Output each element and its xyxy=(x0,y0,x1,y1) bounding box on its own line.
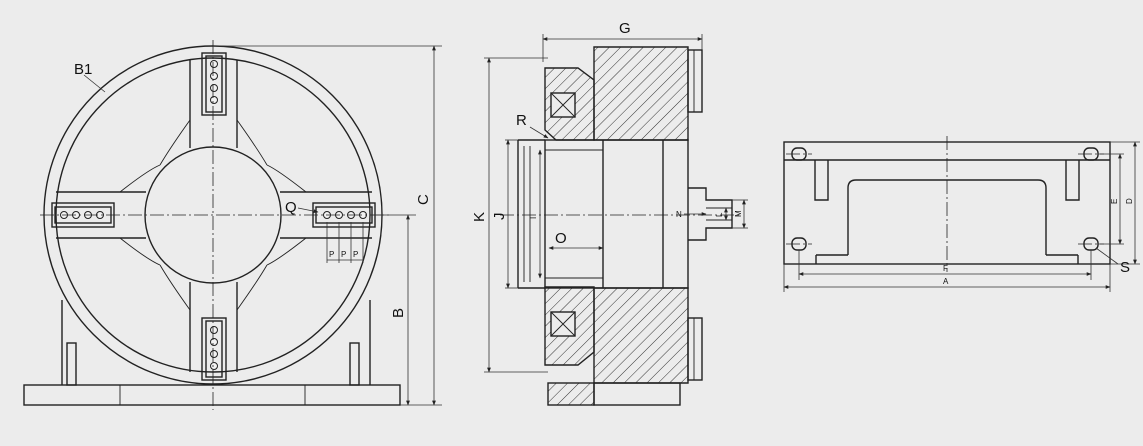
section-view: G R K J I O N L M xyxy=(471,20,748,406)
i-dimension-label: I xyxy=(529,217,538,219)
p-pitch-dimension: P P P xyxy=(326,222,364,263)
p-label-3: P xyxy=(353,250,358,259)
l-dimension-label: L xyxy=(715,212,724,217)
p-label-2: P xyxy=(341,250,346,259)
b1-label: B1 xyxy=(74,61,92,78)
j-dimension-label: J xyxy=(491,213,508,221)
c-dimension-label: C xyxy=(415,194,432,205)
g-dimension-label: G xyxy=(619,20,631,37)
a-dimension-label: A xyxy=(943,277,949,286)
k-dimension-label: K xyxy=(471,212,488,222)
n-label: N xyxy=(676,210,682,219)
f-dimension-label: F xyxy=(943,264,948,273)
q-label: Q xyxy=(285,199,297,216)
m-dimension-label: M xyxy=(734,210,743,217)
o-dimension-label: O xyxy=(555,230,567,247)
e-dimension-label: E xyxy=(1110,199,1119,204)
front-view: P P P B1 Q C B xyxy=(23,40,442,410)
base-view: E D F A S xyxy=(783,136,1140,292)
r-label: R xyxy=(516,112,527,129)
d-dimension-label: D xyxy=(1125,198,1134,204)
b-dimension-label: B xyxy=(390,308,407,318)
s-label: S xyxy=(1120,259,1130,276)
p-label-1: P xyxy=(329,250,334,259)
